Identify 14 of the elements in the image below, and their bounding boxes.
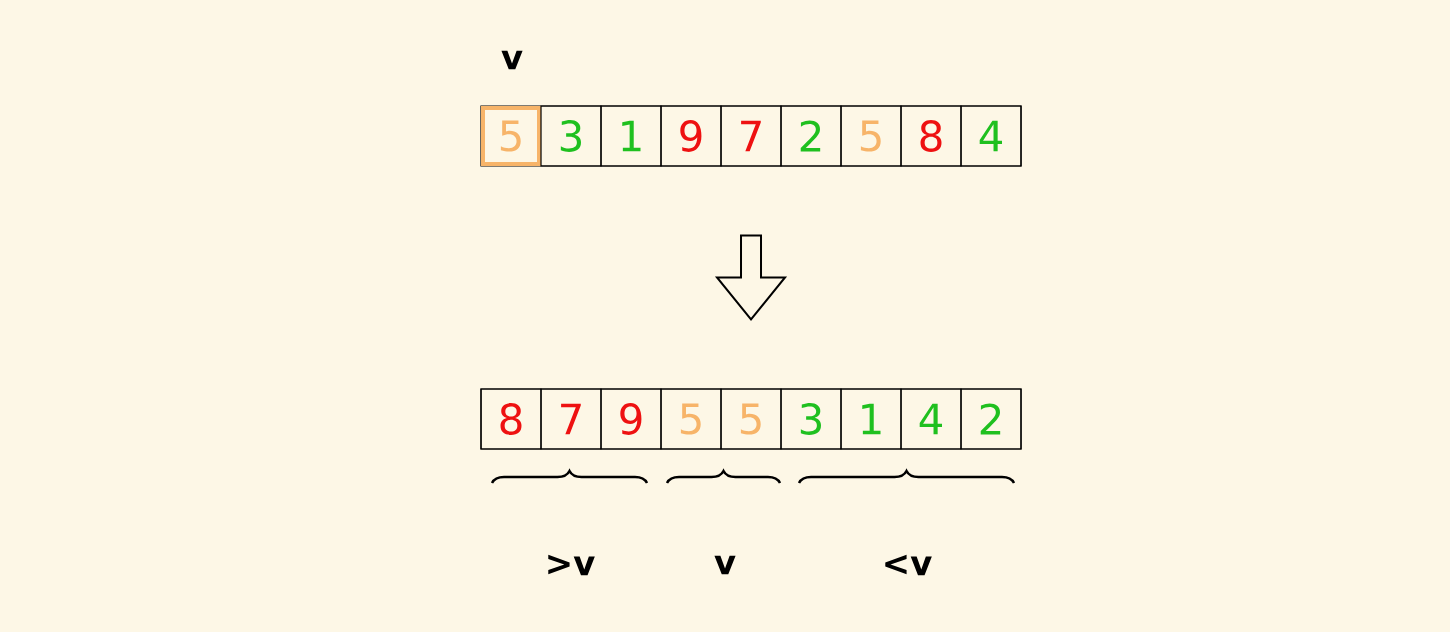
brace-label: <v [885, 554, 932, 576]
block-arrow [714, 234, 788, 321]
array-cell: 1 [600, 105, 662, 167]
array-cell: 5 [481, 106, 541, 166]
array-cell: 8 [900, 105, 962, 167]
array-cell: 9 [660, 105, 722, 167]
array-cell: 4 [960, 105, 1022, 167]
array-cell: 2 [780, 105, 842, 167]
array-cell: 7 [720, 105, 782, 167]
pointer-label: v [501, 50, 523, 70]
brace-label: >v [548, 554, 595, 576]
array-cell: 5 [840, 105, 902, 167]
brace-label: v [714, 555, 736, 575]
array-cell: 3 [540, 105, 602, 167]
